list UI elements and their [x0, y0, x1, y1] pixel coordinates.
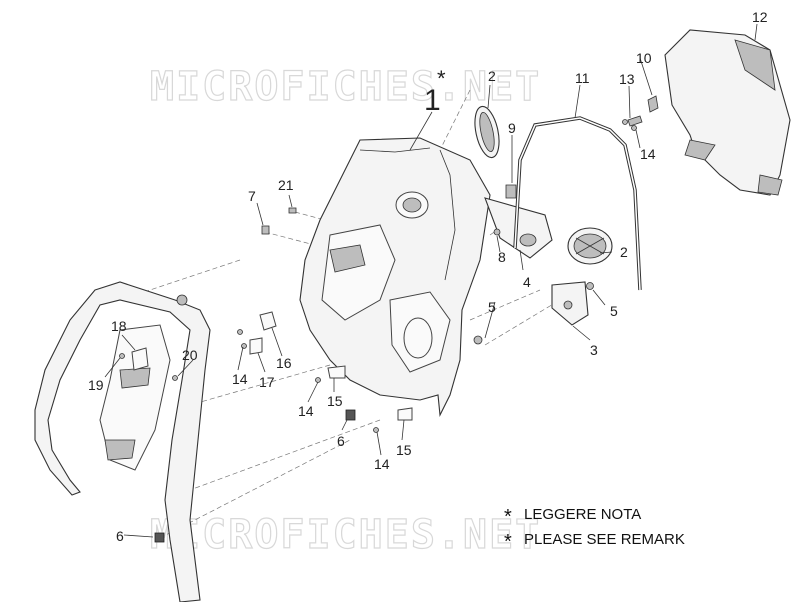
callout-2-top: 2 — [488, 68, 496, 84]
callout-18: 18 — [111, 318, 127, 334]
part-6-clips — [154, 409, 356, 543]
callout-5-b: 5 — [610, 303, 618, 319]
callout-8: 8 — [498, 249, 506, 265]
callout-6-a: 6 — [337, 433, 345, 449]
callout-13: 13 — [619, 71, 635, 87]
part-2-cap-top — [474, 105, 500, 159]
small-fasteners — [172, 207, 501, 381]
watermark-bottom: MICROFICHES.NET — [150, 512, 541, 558]
callout-14-b: 14 — [232, 371, 248, 387]
callout-15-b: 15 — [396, 442, 412, 458]
note-line-1: LEGGERE NOTA — [524, 506, 641, 523]
callout-3: 3 — [590, 342, 598, 358]
part-11-seal — [513, 116, 642, 291]
callout-1-star: * — [437, 66, 446, 91]
callout-5-a: 5 — [488, 299, 496, 315]
callout-16: 16 — [276, 355, 292, 371]
callout-6-b: 6 — [116, 528, 124, 544]
watermark-top: MICROFICHES.NET — [150, 64, 541, 110]
callout-2-mid: 2 — [620, 244, 628, 260]
callout-15-a: 15 — [327, 393, 343, 409]
leader-lines — [104, 23, 758, 538]
callout-9: 9 — [508, 120, 516, 136]
part-18-19-latch — [119, 347, 149, 371]
callout-4: 4 — [523, 274, 531, 290]
callout-12: 12 — [752, 9, 768, 25]
callout-14-d: 14 — [374, 456, 390, 472]
brackets-14-17 — [237, 311, 413, 433]
part-9-clip — [505, 184, 517, 199]
part-2-grille — [567, 227, 613, 265]
part-4-door — [484, 197, 553, 259]
callout-11: 11 — [575, 70, 590, 86]
callout-17: 17 — [259, 374, 275, 390]
callout-1: 1 — [424, 84, 441, 117]
note-star-2: * — [504, 531, 512, 553]
callout-14-a: 14 — [640, 146, 656, 162]
callout-14-c: 14 — [298, 403, 314, 419]
callout-20: 20 — [182, 347, 198, 363]
callout-19: 19 — [88, 377, 104, 393]
note-star-1: * — [504, 506, 512, 528]
callout-10: 10 — [636, 50, 652, 66]
part-3-bracket — [551, 281, 589, 326]
callout-7: 7 — [248, 188, 256, 204]
part-1-back-shield — [299, 137, 491, 417]
part-5-screws — [473, 282, 594, 345]
part-10-13-hardware — [622, 95, 659, 131]
note-line-2: PLEASE SEE REMARK — [524, 531, 685, 548]
part-12-top-cover — [664, 29, 791, 196]
callout-21: 21 — [278, 177, 294, 193]
